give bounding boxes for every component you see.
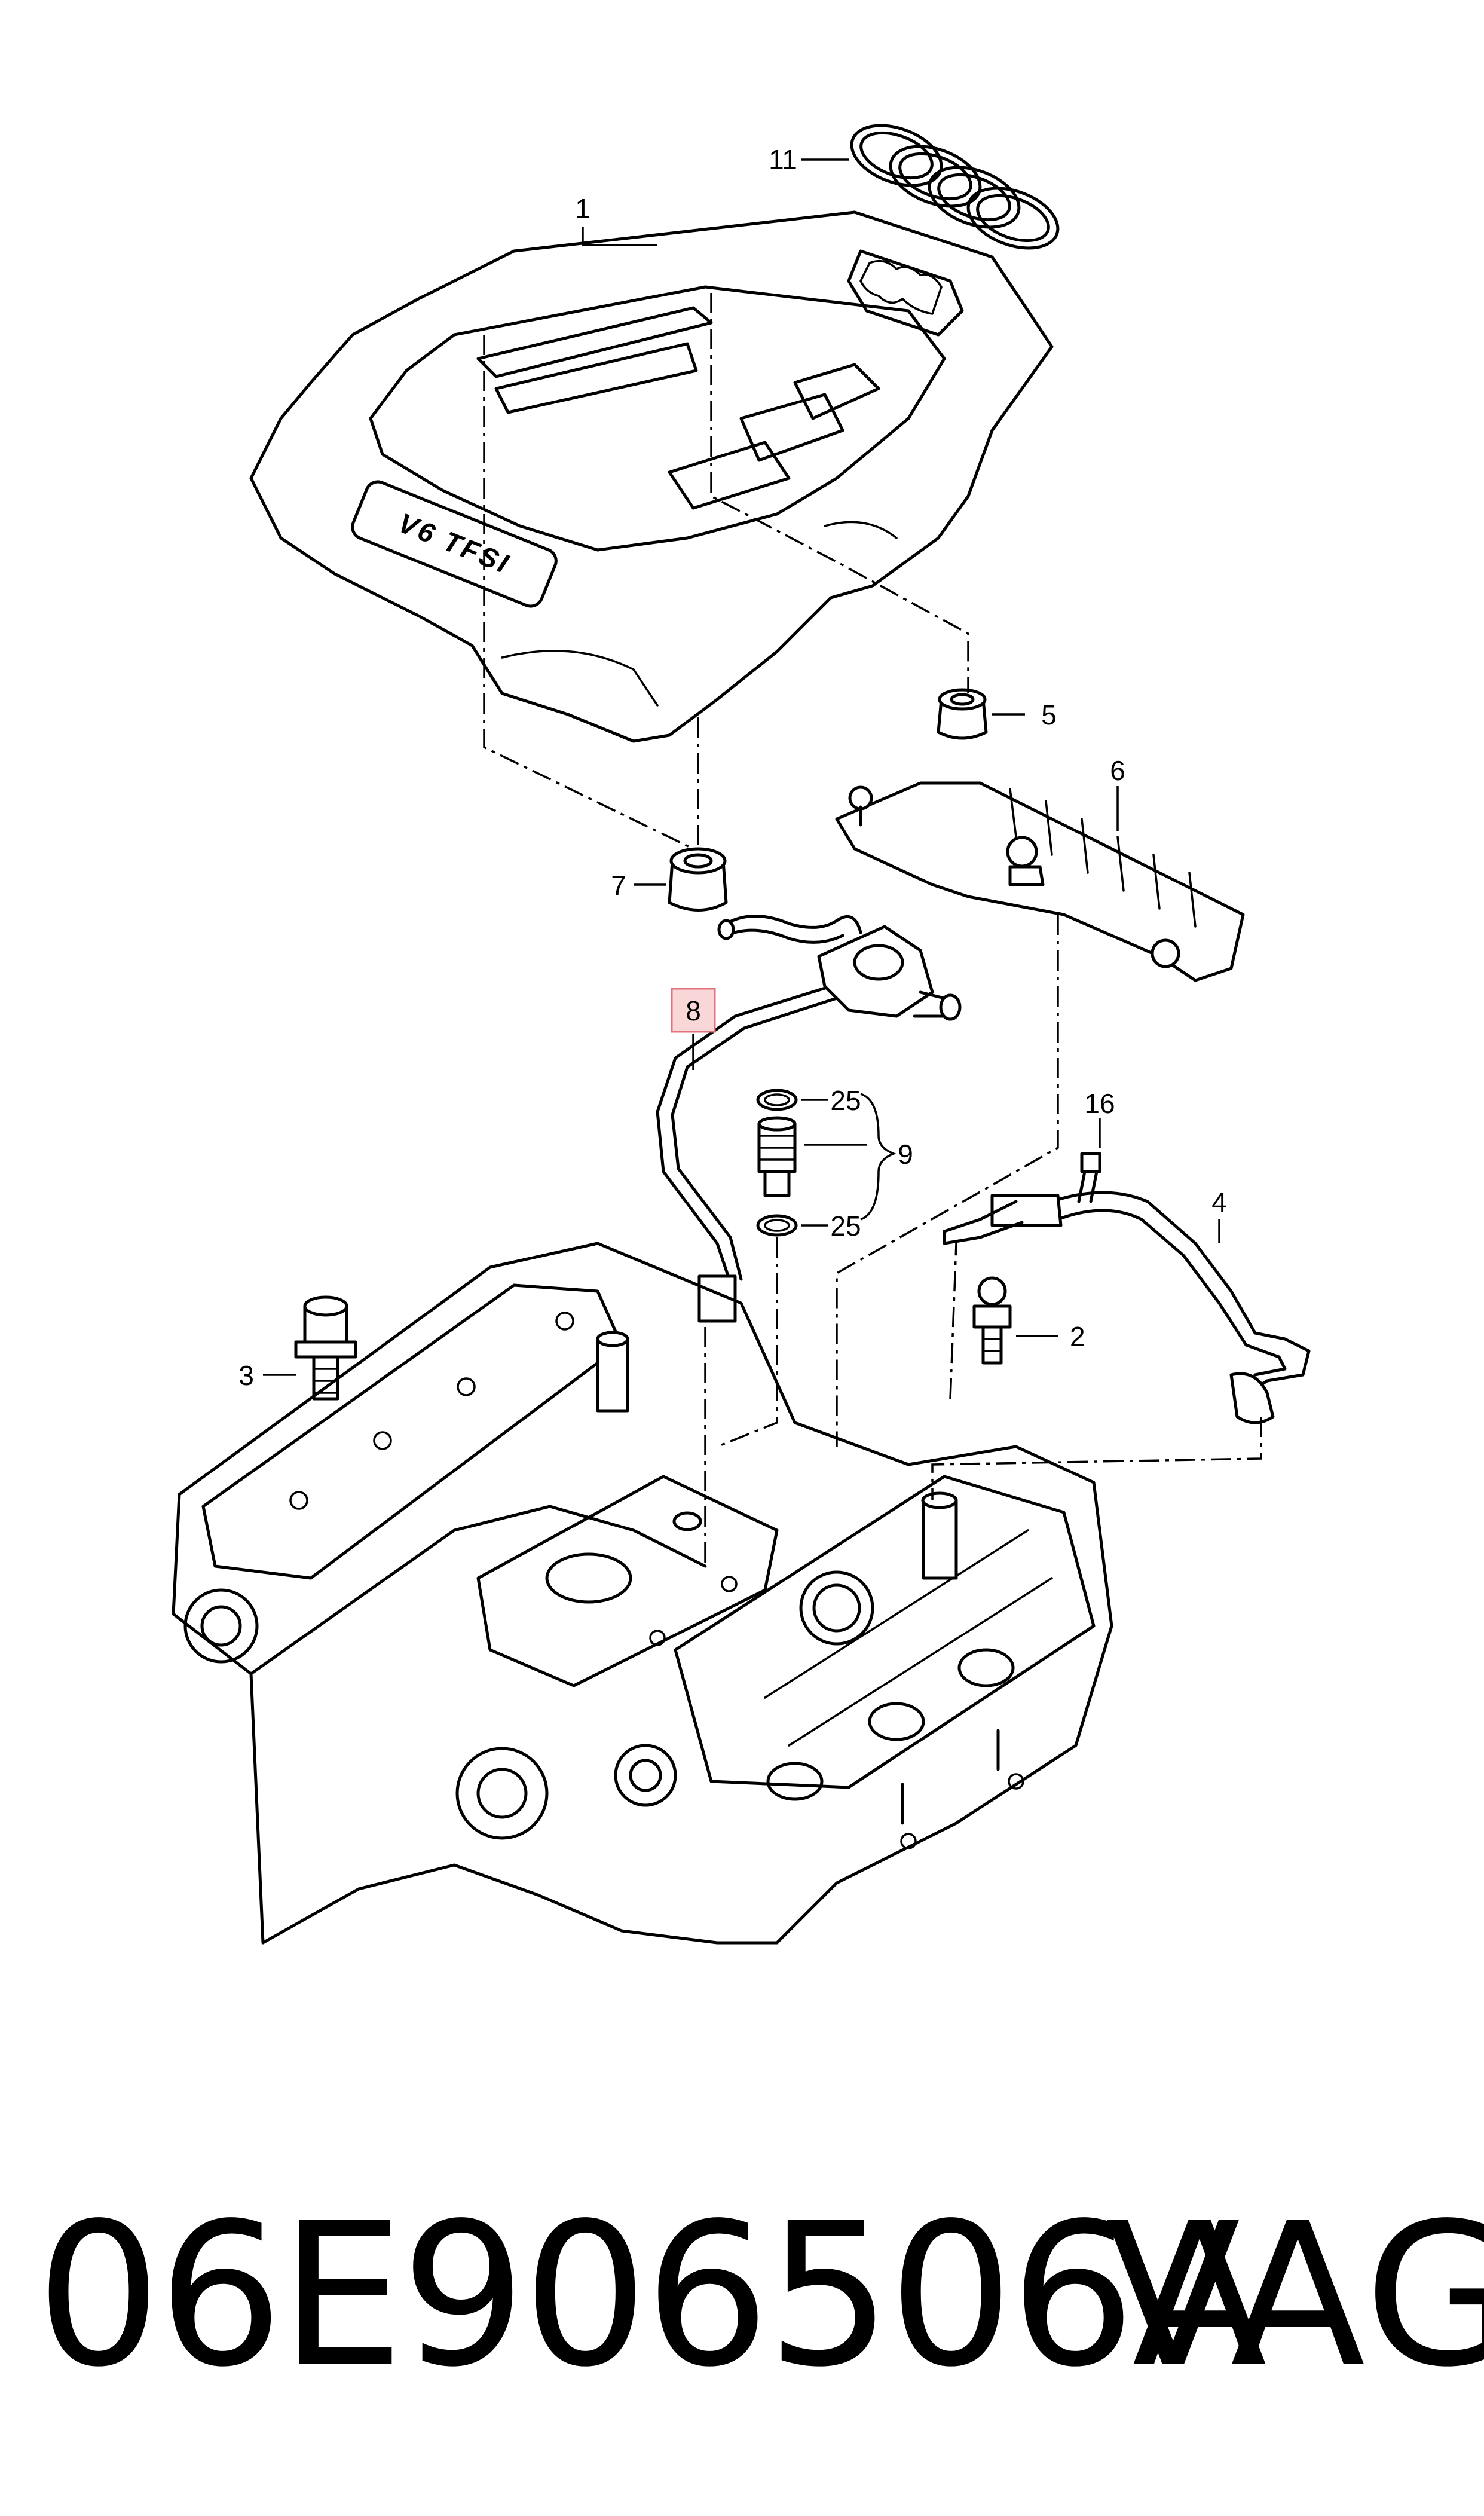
part-2-stud xyxy=(972,1276,1012,1365)
part-1-engine-cover: V6 TFSI xyxy=(249,210,1054,743)
part-6-bracket xyxy=(835,781,1245,982)
callout-1: 1 xyxy=(575,193,590,224)
part-25-seal-upper xyxy=(756,1089,798,1111)
part-16-bolt xyxy=(1077,1152,1101,1203)
part-number: 06E906506A xyxy=(36,2181,1267,2410)
part-3-bolt xyxy=(294,1295,357,1401)
callout-25-upper: 25 xyxy=(830,1085,861,1116)
callout-16: 16 xyxy=(1084,1088,1115,1119)
callout-6: 6 xyxy=(1110,755,1125,786)
brand-name: VAG xyxy=(1106,2181,1484,2410)
part-11-emblem xyxy=(850,124,1060,250)
part-4-hose xyxy=(943,1191,1311,1424)
callout-3: 3 xyxy=(238,1360,254,1391)
callout-4: 4 xyxy=(1211,1187,1227,1218)
callout-labels: 1 11 5 6 7 8 25 9 25 16 4 2 3 xyxy=(238,144,1226,1391)
callout-8-highlight xyxy=(671,988,716,1033)
part-7-grommet xyxy=(668,847,728,912)
part-9-connector xyxy=(757,1116,797,1197)
part-25-seal-lower xyxy=(756,1214,798,1237)
callout-25-lower: 25 xyxy=(830,1210,861,1242)
callout-7: 7 xyxy=(611,870,626,901)
callout-5: 5 xyxy=(1041,699,1057,730)
callout-11: 11 xyxy=(769,144,797,175)
callout-2: 2 xyxy=(1070,1321,1085,1352)
part-5-grommet xyxy=(937,688,988,740)
callout-9: 9 xyxy=(898,1139,913,1170)
leader-lines xyxy=(263,158,1220,1376)
part-8-breather-hose xyxy=(656,915,962,1323)
assembly-lines xyxy=(483,293,1262,1566)
callout-8: 8 xyxy=(686,995,701,1026)
footer: 06E906506A VAG xyxy=(0,2182,1484,2409)
engine-block xyxy=(172,1242,1113,1945)
